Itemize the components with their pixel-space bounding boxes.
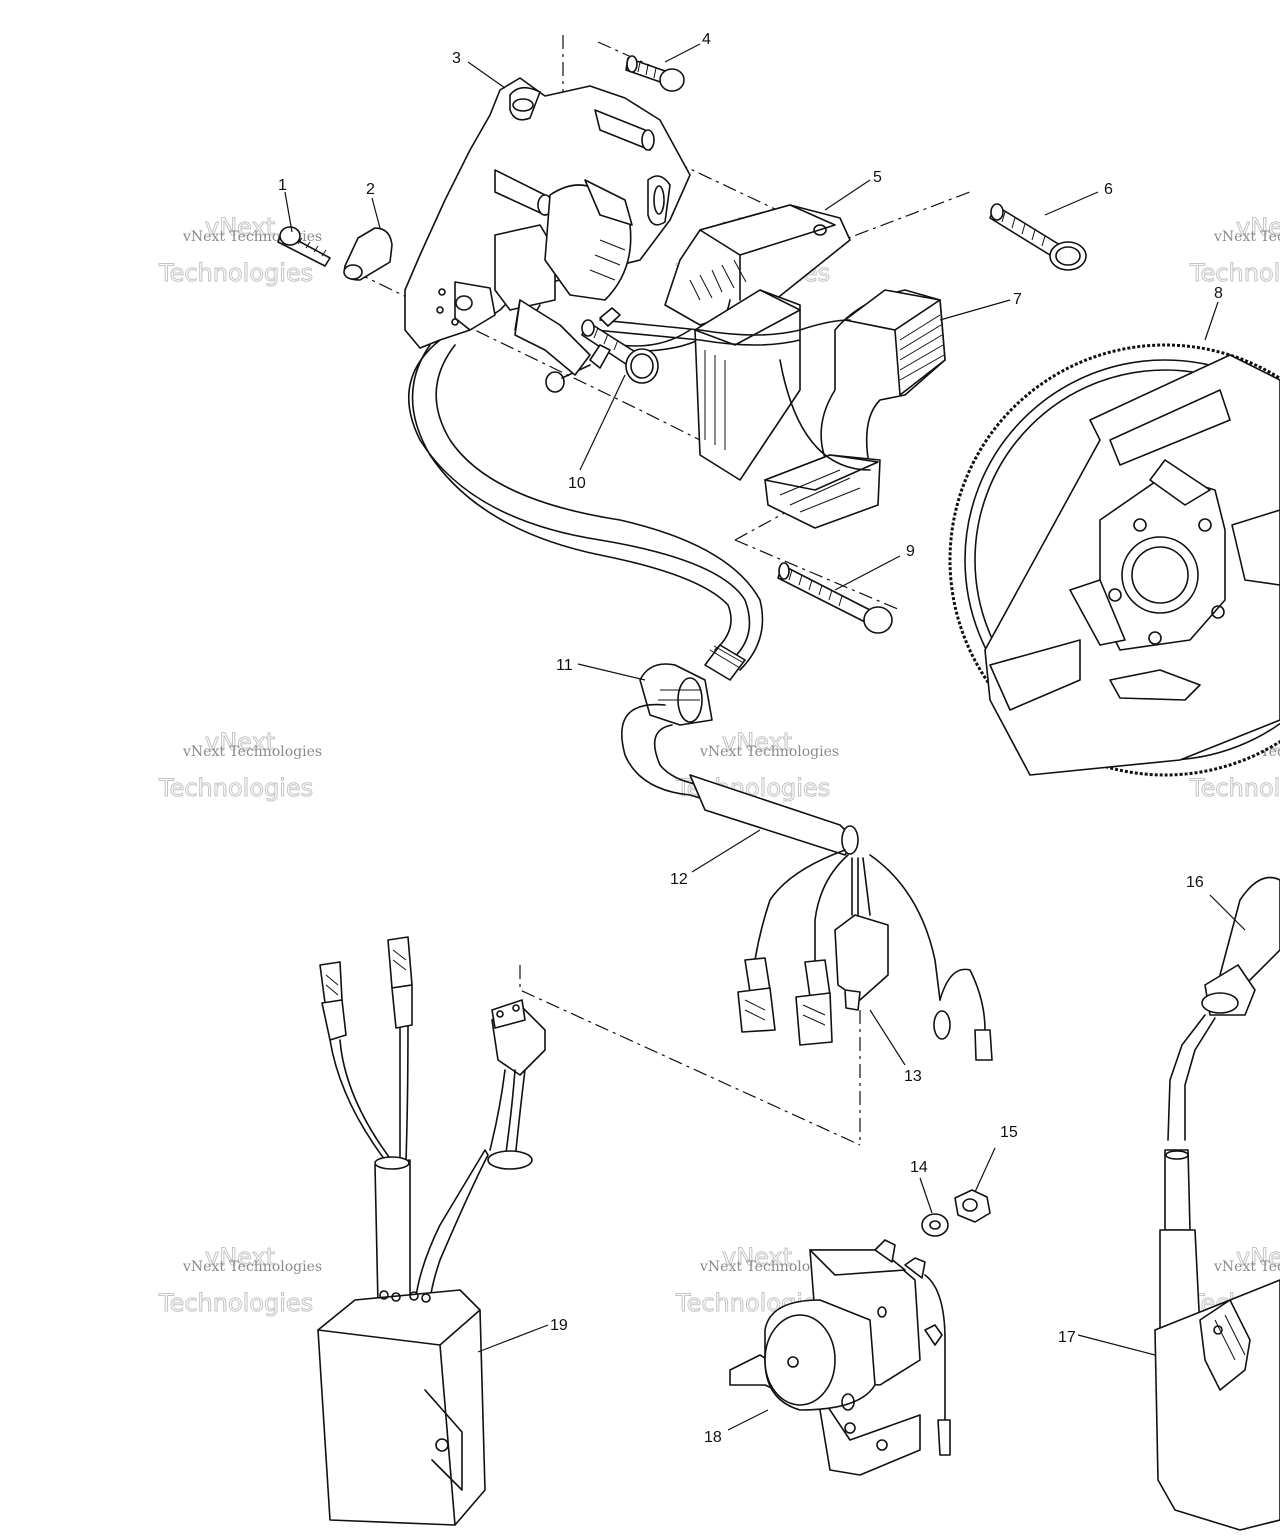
callout-14: 14 — [910, 1159, 928, 1176]
callout-10: 10 — [568, 475, 586, 492]
callout-12: 12 — [670, 871, 688, 888]
screw — [581, 319, 659, 384]
svg-text:Technologies: Technologies — [158, 259, 313, 287]
grommet — [639, 663, 713, 726]
callout-15: 15 — [1000, 1124, 1018, 1141]
watermark: vNext vNext Technologies Technologies — [158, 728, 323, 803]
svg-text:vNext: vNext — [205, 213, 275, 241]
screw — [777, 562, 893, 634]
wire-harness — [408, 299, 764, 681]
callout-1: 1 — [278, 177, 287, 194]
screw — [989, 203, 1087, 271]
svg-text:vNext: vNext — [722, 728, 792, 756]
callouts: 1 2 3 4 5 6 7 8 9 10 11 12 13 14 15 16 1… — [278, 31, 1223, 1446]
connector-leads — [737, 849, 993, 1061]
spark-plug-cap — [1167, 876, 1280, 1141]
svg-text:vNext: vNext — [205, 728, 275, 756]
svg-text:Technologies: Technologies — [1189, 774, 1280, 802]
ring-terminal — [589, 307, 621, 369]
flywheel — [948, 343, 1280, 777]
callout-8: 8 — [1214, 285, 1223, 302]
ignition-coil — [1154, 1149, 1280, 1531]
svg-text:vNext Technologies: vNext Technologies — [182, 744, 322, 760]
svg-text:vNext Technologies: vNext Technologies — [1213, 1259, 1280, 1275]
washer — [921, 1213, 949, 1237]
conduit — [621, 703, 859, 856]
callout-11: 11 — [556, 657, 573, 674]
callout-5: 5 — [873, 169, 882, 186]
stator-coils — [594, 289, 946, 529]
leader-lines — [284, 43, 1246, 1431]
callout-18: 18 — [704, 1429, 722, 1446]
svg-text:vNext: vNext — [1236, 1243, 1280, 1271]
svg-text:vNext Technologies: vNext Technologies — [182, 1259, 322, 1275]
callout-3: 3 — [452, 50, 461, 67]
callout-7: 7 — [1013, 291, 1022, 308]
svg-text:vNext Technologies: vNext Technologies — [699, 1259, 839, 1275]
callout-13: 13 — [904, 1068, 922, 1085]
callout-17: 17 — [1058, 1329, 1076, 1346]
screw — [625, 55, 685, 92]
cdi-module — [317, 936, 546, 1526]
watermark: vNext vNext Technologies Technologies — [158, 1243, 323, 1318]
stator-plate — [404, 77, 691, 349]
callout-6: 6 — [1104, 181, 1113, 198]
callout-19: 19 — [550, 1317, 568, 1334]
svg-text:vNext Technologies: vNext Technologies — [1213, 229, 1280, 245]
nut — [954, 1189, 991, 1223]
screw — [277, 226, 331, 267]
svg-text:vNext: vNext — [722, 1243, 792, 1271]
wire-clip — [343, 227, 393, 281]
callout-16: 16 — [1186, 874, 1204, 891]
callout-9: 9 — [906, 543, 915, 560]
callout-2: 2 — [366, 181, 375, 198]
svg-text:Technologies: Technologies — [158, 1289, 313, 1317]
svg-text:Technologies: Technologies — [158, 774, 313, 802]
starter-solenoid — [729, 1239, 951, 1476]
watermark: vNext vNext Technologies Technologies — [1189, 213, 1280, 288]
svg-text:Technologies: Technologies — [1189, 259, 1280, 287]
callout-4: 4 — [702, 31, 711, 48]
svg-text:vNext: vNext — [205, 1243, 275, 1271]
svg-text:vNext Technologies: vNext Technologies — [699, 744, 839, 760]
svg-text:vNext: vNext — [1236, 213, 1280, 241]
